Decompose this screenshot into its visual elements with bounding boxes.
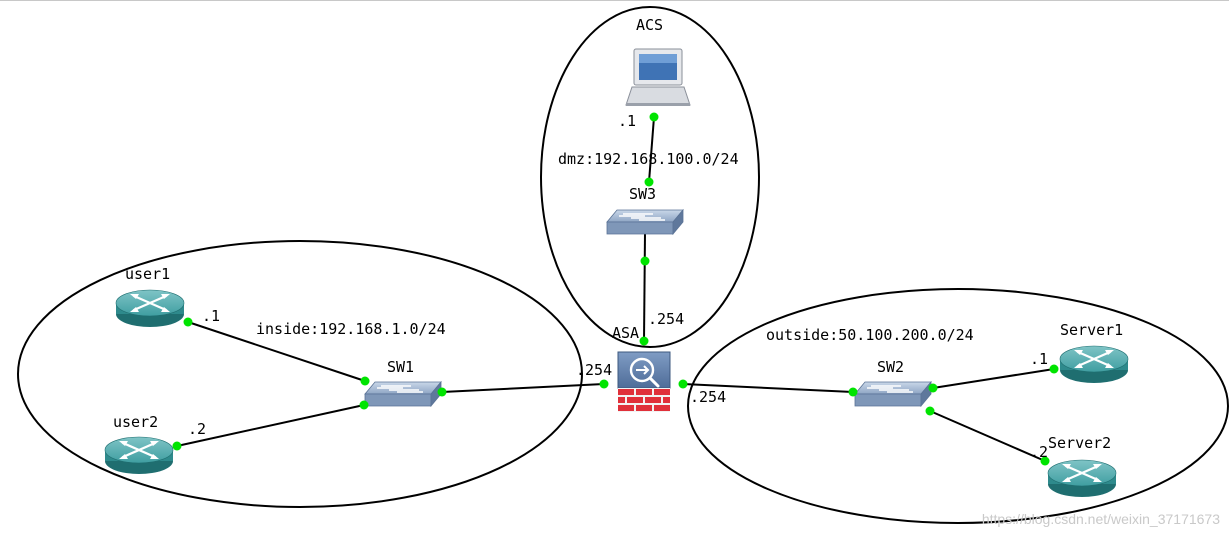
- asa-outside-address-label: .254: [690, 388, 726, 406]
- outside-subnet-label: outside:50.100.200.0/24: [766, 326, 974, 344]
- link-user2-sw1: [176, 404, 365, 447]
- user2-router-icon[interactable]: [103, 435, 175, 476]
- link-sw2-server2: [929, 410, 1046, 462]
- acs-laptop-icon[interactable]: [625, 48, 691, 106]
- acs-label: ACS: [636, 16, 663, 34]
- link-acs-sw3: [648, 116, 655, 183]
- user2-address-label: .2: [188, 420, 206, 438]
- sw1-label: SW1: [387, 358, 414, 376]
- port-dot: [925, 406, 935, 416]
- sw3-label: SW3: [629, 185, 656, 203]
- dmz-subnet-label: dmz:192.168.100.0/24: [558, 150, 739, 168]
- watermark-text: https://blog.csdn.net/weixin_37171673: [982, 511, 1220, 527]
- port-dot: [183, 317, 193, 327]
- asa-firewall-icon[interactable]: [617, 351, 671, 412]
- server1-router-icon[interactable]: [1058, 344, 1130, 385]
- port-dot: [928, 383, 938, 393]
- user2-label: user2: [113, 413, 158, 431]
- link-sw1-asa: [441, 383, 605, 393]
- link-sw3-asa: [643, 232, 646, 342]
- port-dot: [640, 256, 650, 266]
- inside-subnet-label: inside:192.168.1.0/24: [256, 320, 446, 338]
- port-dot: [649, 112, 659, 122]
- port-dot: [1040, 456, 1050, 466]
- server2-address-label: .2: [1030, 443, 1048, 461]
- port-dot: [1049, 364, 1059, 374]
- port-dot: [599, 379, 609, 389]
- port-dots: [172, 112, 1059, 466]
- port-dot: [639, 336, 649, 346]
- acs-address-label: .1: [618, 112, 636, 130]
- server2-label: Server2: [1048, 434, 1111, 452]
- sw2-label: SW2: [877, 358, 904, 376]
- user1-label: user1: [125, 265, 170, 283]
- port-dot: [644, 177, 654, 187]
- user1-router-icon[interactable]: [114, 288, 186, 329]
- port-dot: [678, 379, 688, 389]
- port-dot: [360, 376, 370, 386]
- sw1-switch-icon[interactable]: [364, 381, 442, 407]
- port-dot: [437, 387, 447, 397]
- server1-label: Server1: [1060, 321, 1123, 339]
- link-asa-sw2: [682, 383, 854, 393]
- port-dot: [172, 441, 182, 451]
- server1-address-label: .1: [1030, 350, 1048, 368]
- user1-address-label: .1: [202, 307, 220, 325]
- server2-router-icon[interactable]: [1046, 458, 1118, 499]
- asa-label: ASA: [612, 324, 639, 342]
- zone-dmz-ellipse: [540, 6, 760, 348]
- port-dot: [359, 400, 369, 410]
- zone-outside-ellipse: [687, 288, 1229, 524]
- port-dot: [848, 387, 858, 397]
- sw2-switch-icon[interactable]: [854, 381, 932, 407]
- link-sw2-server1: [932, 368, 1055, 389]
- link-user1-sw1: [187, 321, 366, 382]
- links: [176, 116, 1055, 462]
- zone-inside-ellipse: [17, 240, 583, 508]
- asa-inside-address-label: .254: [576, 361, 612, 379]
- sw3-switch-icon[interactable]: [606, 209, 684, 235]
- asa-dmz-address-label: .254: [648, 310, 684, 328]
